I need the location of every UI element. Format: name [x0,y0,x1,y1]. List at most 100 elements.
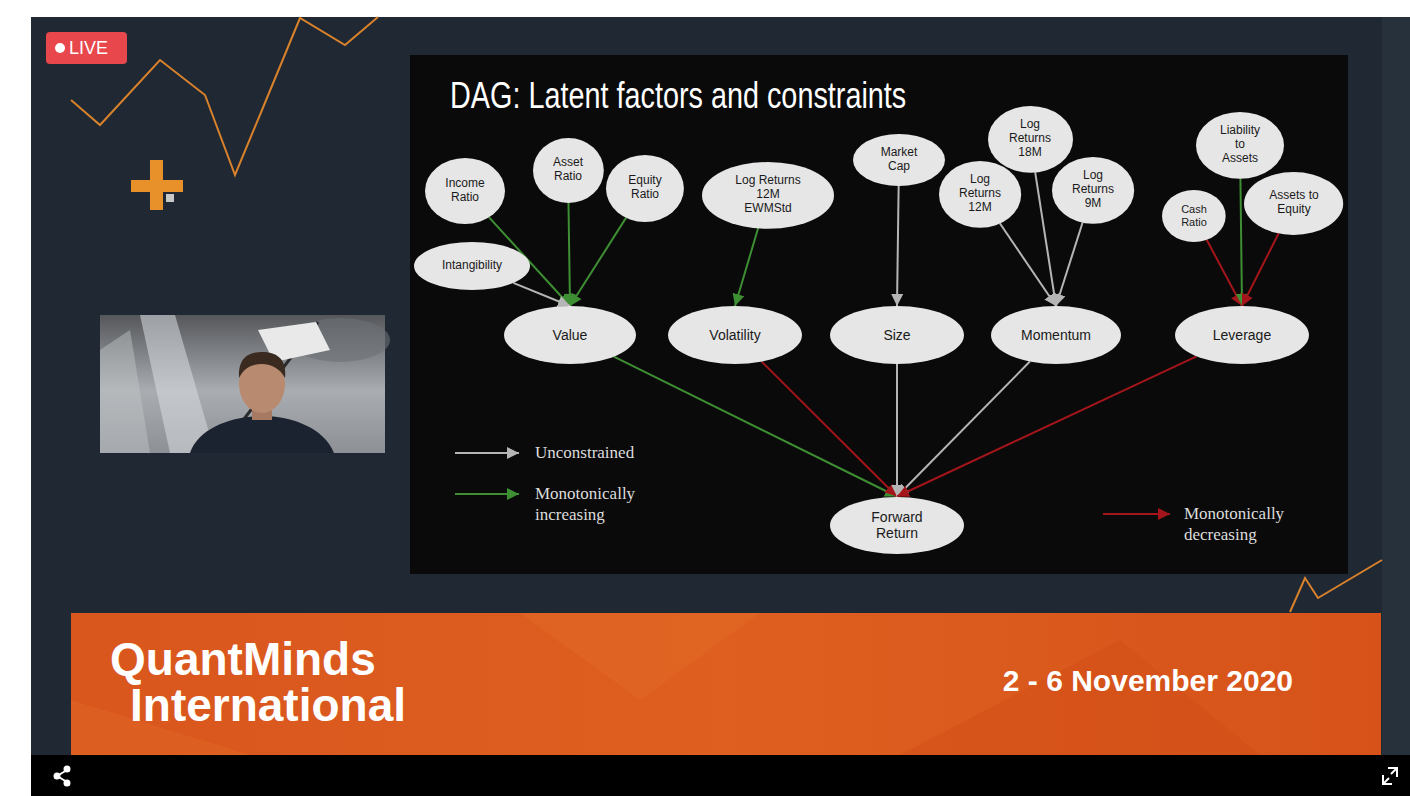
fullscreen-icon [1383,768,1397,784]
share-dot [65,781,70,786]
legend-text: Unconstrained [535,442,735,463]
event-name: QuantMinds International [110,636,490,728]
frame-strip [1382,17,1410,755]
ellipse-shape [668,306,802,364]
legend-text: Monotonically increasing [535,483,665,525]
node-label: Log Returns 12M EWMStd [733,174,803,215]
node-label: Volatility [709,327,760,343]
ellipse-shape [414,242,530,290]
event-date: 2 - 6 November 2020 [880,664,1293,698]
node-label: Liability to Assets [1217,124,1263,165]
ellipse-shape [1162,190,1226,242]
dependency-arrow [896,364,898,497]
factor-node: Size [830,306,964,364]
live-dot [55,43,65,53]
control-bar [31,755,1410,796]
ellipse-shape [853,134,945,186]
node-label: Income Ratio [443,177,488,205]
live-label: LIVE [69,37,108,59]
ellipse-shape [1244,172,1343,235]
dependency-arrow [1240,178,1242,306]
ellipse-shape [991,306,1121,364]
ellipse-shape [533,138,604,203]
dependency-arrow [513,283,570,306]
factor-node: Assets to Equity [1244,172,1343,235]
node-label: Momentum [1021,327,1091,343]
ellipse-shape [1175,306,1309,364]
ellipse-shape [606,155,684,222]
factor-node: Cash Ratio [1162,190,1226,242]
node-label: Market Cap [877,146,922,174]
logo-square [166,194,174,202]
legend-line [455,452,519,454]
expand-stroke [1391,768,1397,774]
dependency-arrow [735,228,758,306]
dependency-arrow [570,217,626,306]
factor-node: Liability to Assets [1196,112,1284,179]
node-label: Cash Ratio [1176,203,1211,228]
expand-stroke [1383,778,1389,784]
frame-ground [31,17,1410,755]
person-body [190,416,334,453]
light-ray [100,330,150,453]
legend-text: Monotonically decreasing [1184,503,1314,545]
factor-node: Value [504,306,636,364]
live-badge [46,32,127,64]
factor-node: Intangibility [414,242,530,290]
band-facet [520,613,760,700]
expand-stroke [1388,768,1397,777]
orange-band [71,613,1381,755]
logo-plus [131,180,183,192]
factor-node: Equity Ratio [606,155,684,222]
factor-node: Log Returns 12M EWMStd [702,162,834,229]
node-label: Log Returns 12M [956,173,1004,214]
factor-node: Log Returns 18M [988,106,1073,173]
node-label: Intangibility [442,259,502,273]
legend-line [1103,513,1170,515]
ellipse-shape [1196,112,1284,179]
ellipse-shape [425,158,505,224]
band-facet [900,640,1260,755]
share-dot [65,767,70,772]
ellipse-shape [1052,157,1134,224]
dependency-arrow [897,356,1197,496]
factor-node: Log Returns 9M [1052,157,1134,224]
factor-node: Forward Return [830,497,964,554]
factor-node: Volatility [668,306,802,364]
share-dot [55,774,60,779]
dependency-arrow [897,362,1030,497]
ellipse-shape [830,306,964,364]
node-label: Assets to Equity [1264,189,1324,217]
node-label: Size [883,327,910,343]
node-label: Equity Ratio [622,174,667,202]
node-label: Value [553,327,588,343]
dependency-arrow [568,202,570,306]
expand-stroke [1383,775,1392,784]
dependency-arrow [762,362,897,497]
node-label: Asset Ratio [548,156,588,184]
person-hair [239,352,285,378]
factor-node: Momentum [991,306,1121,364]
factor-node: Income Ratio [425,158,505,224]
light-ray [140,315,215,453]
node-label: Forward Return [867,509,927,541]
ellipse-shape [988,106,1073,173]
ellipse-shape [702,162,834,229]
factor-node: Market Cap [853,134,945,186]
legend-line [455,493,519,495]
dependency-arrow [897,186,899,306]
ellipse-shape [504,306,636,364]
webcam-feed [100,315,390,453]
dependency-arrow [614,357,897,497]
share-icon [55,767,70,786]
factor-node: Asset Ratio [533,138,604,203]
node-label: Log Returns 9M [1069,169,1117,210]
slide-title: DAG: Latent factors and constraints [450,74,906,118]
factor-node: Leverage [1175,306,1309,364]
dependency-arrow [1056,222,1083,306]
node-label: Log Returns 18M [1005,118,1055,159]
node-label: Leverage [1213,327,1271,343]
ellipse-shape [830,497,964,554]
